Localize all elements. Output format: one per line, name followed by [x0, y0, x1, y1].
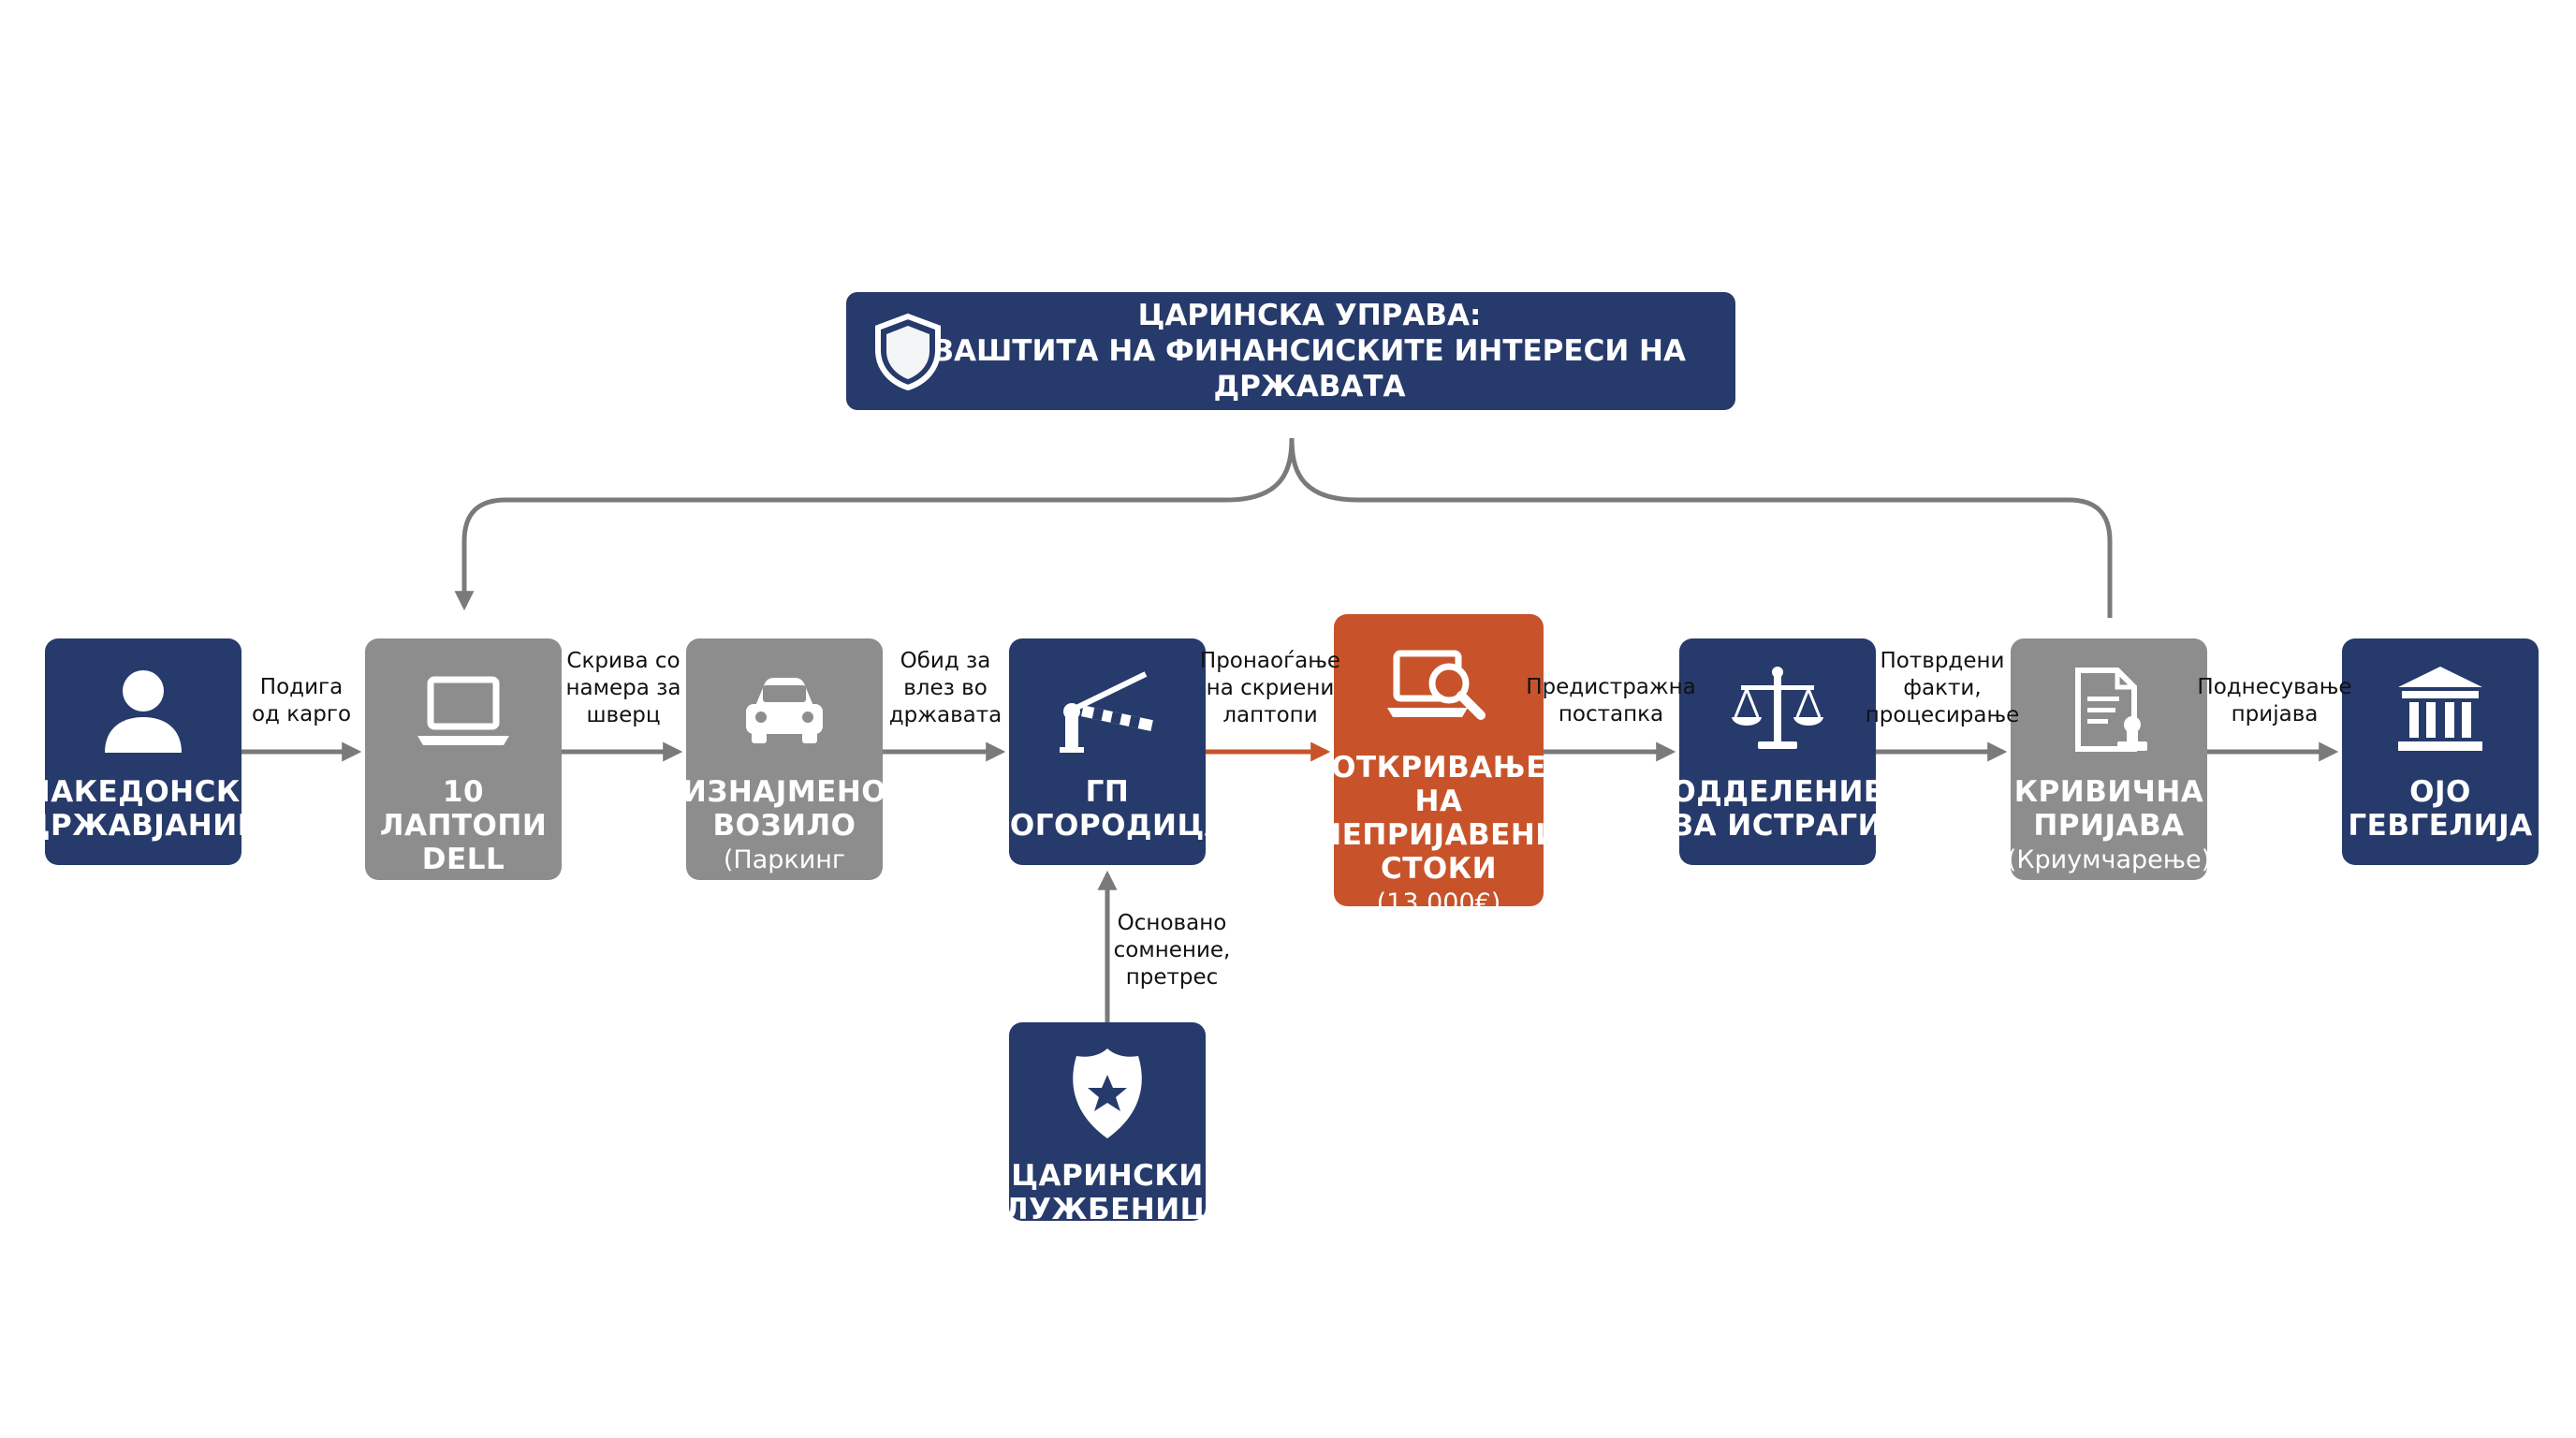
node-laptops: 10 ЛАПТОПИ DELL (Солун): [365, 638, 562, 908]
car-icon: [746, 678, 823, 743]
header-banner: ЦАРИНСКА УПРАВА: ЗАШТИТА НА ФИНАНСИСКИТЕ…: [846, 292, 1735, 410]
node-subtitle: (Криумчарење): [2006, 845, 2212, 874]
node-officers: ЦАРИНСКИ СЛУЖБЕНИЦИ: [983, 1022, 1232, 1226]
node-citizen: МАКЕДОНСКИ ДРЖАВЈАНИН: [22, 638, 265, 865]
node-subtitle: (Паркинг Грција): [723, 845, 846, 906]
edge-label: Скрива со намера за шверц: [565, 649, 681, 727]
node-subtitle: (13.000€): [1376, 888, 1501, 917]
laptop-search-icon: [1387, 650, 1486, 720]
scales-icon: [1732, 667, 1823, 749]
edge-label: Предистражна постапка: [1526, 675, 1696, 726]
bracket-connector: [454, 437, 1295, 611]
node-discovery: ОТКРИВАЊЕ НА НЕПРИЈАВЕНИ СТОКИ (13.000€): [1317, 614, 1559, 917]
node-title: ОДДЕЛЕНИЕ ЗА ИСТРАГИ: [1671, 775, 1884, 843]
node-title: МАКЕДОНСКИ ДРЖАВЈАНИН: [21, 775, 266, 843]
document-stamp-icon: [2075, 668, 2147, 752]
laptop-icon: [417, 676, 509, 745]
node-report: КРИВИЧНА ПРИЈАВА (Криумчарење): [2007, 638, 2211, 880]
node-title: ОТКРИВАЊЕ НА НЕПРИЈАВЕНИ СТОКИ: [1317, 751, 1560, 886]
node-subtitle: (Солун): [413, 879, 514, 908]
header-title: ЦАРИНСКА УПРАВА: ЗАШТИТА НА ФИНАНСИСКИТЕ…: [932, 299, 1686, 404]
edge-label: Обид за влез во државата: [888, 649, 1003, 727]
node-title: КРИВИЧНА ПРИЈАВА: [2013, 775, 2204, 843]
node-prosecutor: ОЈО ГЕВГЕЛИЈА: [2342, 638, 2539, 865]
edge-label: Пронаоѓање на скриени лаптопи: [1199, 649, 1341, 727]
node-border: ГП БОГОРОДИЦА: [988, 638, 1227, 865]
node-title: ОЈО ГЕВГЕЛИЈА: [2348, 775, 2533, 843]
node-title: ГП БОГОРОДИЦА: [987, 775, 1228, 843]
person-icon: [105, 670, 182, 753]
shield-icon: [875, 313, 941, 391]
node-investigation: ОДДЕЛЕНИЕ ЗА ИСТРАГИ: [1671, 638, 1883, 865]
barrier-icon: [1060, 671, 1153, 753]
edge-label: Поднесување пријава: [2197, 675, 2352, 726]
edge-label: Основано сомнение, претрес: [1113, 911, 1231, 990]
bracket-connector-right: [1289, 437, 2113, 618]
edge-label: Подига од карго: [251, 675, 352, 726]
node-title: ЦАРИНСКИ СЛУЖБЕНИЦИ: [982, 1159, 1233, 1226]
node-title: ИЗНАЈМЕНО ВОЗИЛО: [681, 775, 887, 843]
courthouse-icon: [2398, 667, 2482, 751]
police-badge-icon: [1073, 1049, 1142, 1138]
node-vehicle: ИЗНАЈМЕНО ВОЗИЛО (Паркинг Грција): [682, 638, 886, 906]
edge-label: Потврдени факти, процесирање: [1865, 649, 2020, 727]
node-title: 10 ЛАПТОПИ DELL: [379, 775, 548, 876]
